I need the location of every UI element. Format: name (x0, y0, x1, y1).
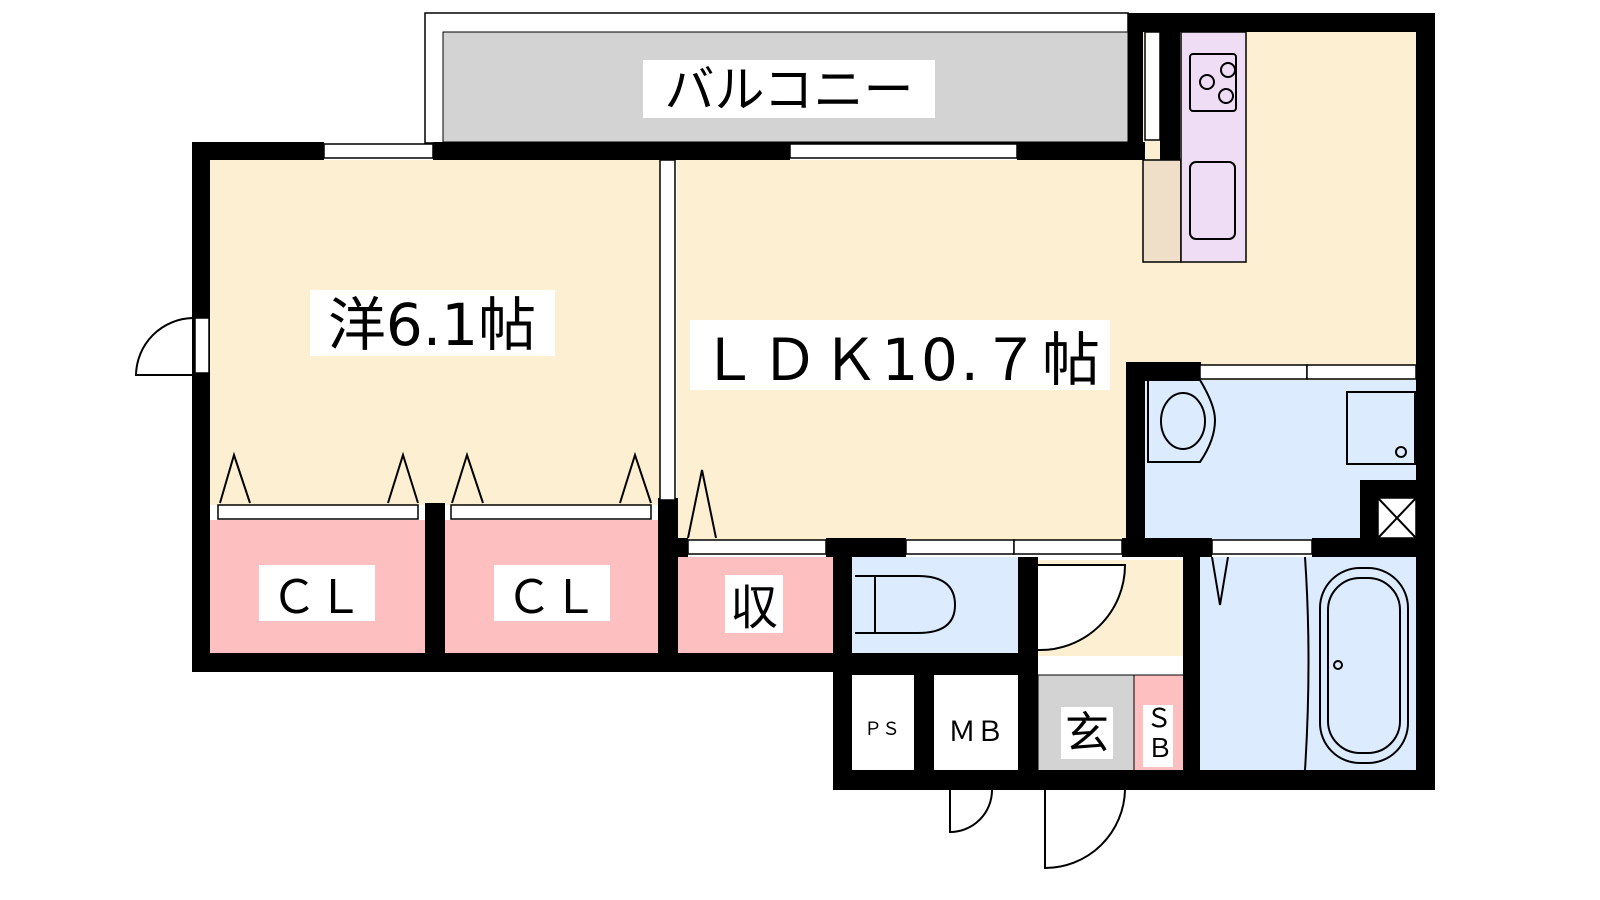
entrance-label: 玄 (1065, 708, 1109, 759)
ps-label: ＰＳ (864, 719, 900, 740)
closet-2-label: ＣＬ (506, 570, 598, 624)
ldk-label: ＬＤＫ10.７帖 (700, 326, 1100, 394)
toilet-room (852, 557, 1020, 655)
ldk-label-bg (690, 320, 1110, 390)
doors (134, 317, 1229, 870)
closet-2-label-bg (494, 565, 610, 621)
balcony-label: バルコニー (665, 61, 914, 119)
shoe-box-label-b: Ｂ (1147, 734, 1173, 764)
sink-icon (1189, 161, 1236, 240)
toilet-icon (855, 575, 957, 634)
closet-1-label: ＣＬ (271, 570, 363, 624)
western-room-label: 洋6.1帖 (328, 291, 536, 359)
shoe-box-label-bg (1143, 705, 1173, 767)
washing-machine-pan-icon (1346, 391, 1416, 465)
windows (194, 31, 1417, 555)
entrance-label-bg (1061, 707, 1113, 759)
stove-icon (1189, 53, 1237, 112)
bathtub-icon (1319, 567, 1409, 764)
counter (1142, 159, 1182, 263)
storage-label-bg (725, 575, 783, 633)
washbasin-icon (1147, 379, 1217, 463)
mb-label: ＭＢ (948, 715, 1004, 748)
closet-1-label-bg (259, 565, 375, 621)
walls (192, 13, 1435, 790)
western-room-label-bg (310, 290, 555, 356)
ps-mb-space (852, 675, 1020, 771)
storage-label: 収 (730, 580, 778, 636)
balcony-label-bg (643, 60, 935, 118)
shoe-box-label-s: Ｓ (1146, 704, 1172, 734)
